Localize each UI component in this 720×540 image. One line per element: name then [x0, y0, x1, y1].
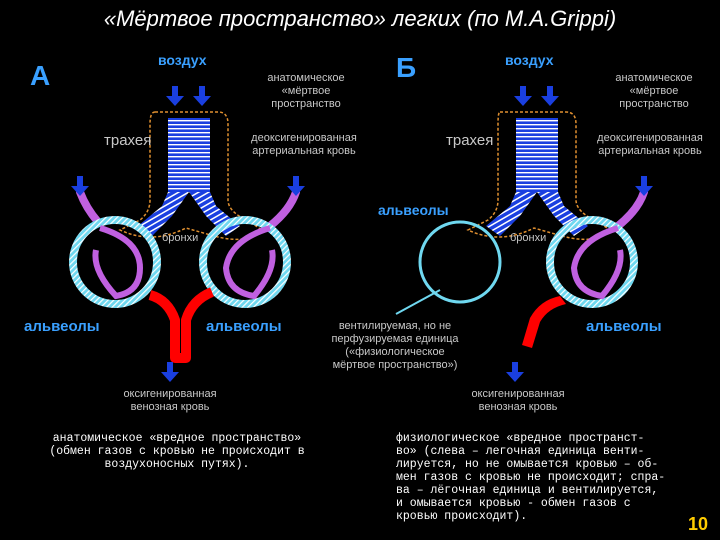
anatomical-dead-space-outline-b — [466, 111, 612, 241]
air-label-a: воздух — [158, 52, 207, 68]
oxy-vessel-a — [148, 287, 215, 363]
oxy-arrow-a — [161, 362, 179, 382]
caption-a: анатомическое «вредное пространство»(обм… — [49, 432, 305, 471]
oxy-arrow-b — [506, 362, 524, 382]
air-arrow-b-left — [514, 86, 532, 106]
air-arrow-b-right — [541, 86, 559, 106]
trachea-label-b: трахея — [446, 132, 494, 149]
air-label-b: воздух — [505, 52, 554, 68]
alveolus-b-perfused-capillary — [570, 225, 624, 300]
caption-b: физиологическое «вредное пространст-во» … — [396, 432, 666, 523]
deoxy-capillary-b-right — [614, 188, 648, 230]
alveoli-label-a-left: альвеолы — [24, 318, 100, 335]
bronchi-label-b: бронхи — [510, 232, 547, 244]
bronchus-b-left — [486, 192, 537, 236]
alveolus-b-perfused — [546, 216, 638, 308]
deoxy-capillary-a-left — [76, 188, 102, 226]
bronchus-a-left — [138, 192, 189, 236]
trachea-a — [168, 118, 210, 192]
deoxy-arrow-a-left — [71, 176, 89, 196]
pointer-line-b — [395, 289, 441, 315]
alveolus-a-right-capillary — [222, 225, 276, 300]
deoxy-arrow-a-right — [287, 176, 305, 196]
alveoli-label-b-top: альвеолы — [378, 202, 449, 218]
anatomical-dead-space-outline-a — [118, 111, 264, 241]
panel-b-letter: Б — [396, 52, 417, 83]
oxy-vessel-b — [522, 296, 566, 348]
panel-a-letter: А — [30, 60, 51, 91]
alveoli-label-a-right: альвеолы — [206, 318, 282, 335]
deoxy-arrow-b-right — [635, 176, 653, 196]
trachea-b — [516, 118, 558, 192]
deoxy-capillary-a-right — [266, 188, 300, 230]
alveolus-b-unperfused — [418, 220, 502, 304]
trachea-label-a: трахея — [104, 132, 152, 149]
page-number: 10 — [688, 514, 709, 534]
panel-b-graphics — [395, 86, 653, 382]
air-arrow-a-left — [166, 86, 184, 106]
panel-a-graphics — [69, 86, 305, 382]
bronchi-label-a: бронхи — [162, 232, 199, 244]
alveolus-a-left-capillary — [92, 225, 144, 300]
slide-title: «Мёртвое пространство» легких (по М.А.Gr… — [103, 6, 617, 31]
alveoli-label-b-right: альвеолы — [586, 318, 662, 335]
air-arrow-a-right — [193, 86, 211, 106]
alveolus-a-left — [69, 216, 161, 308]
alveolus-a-right — [199, 216, 291, 308]
